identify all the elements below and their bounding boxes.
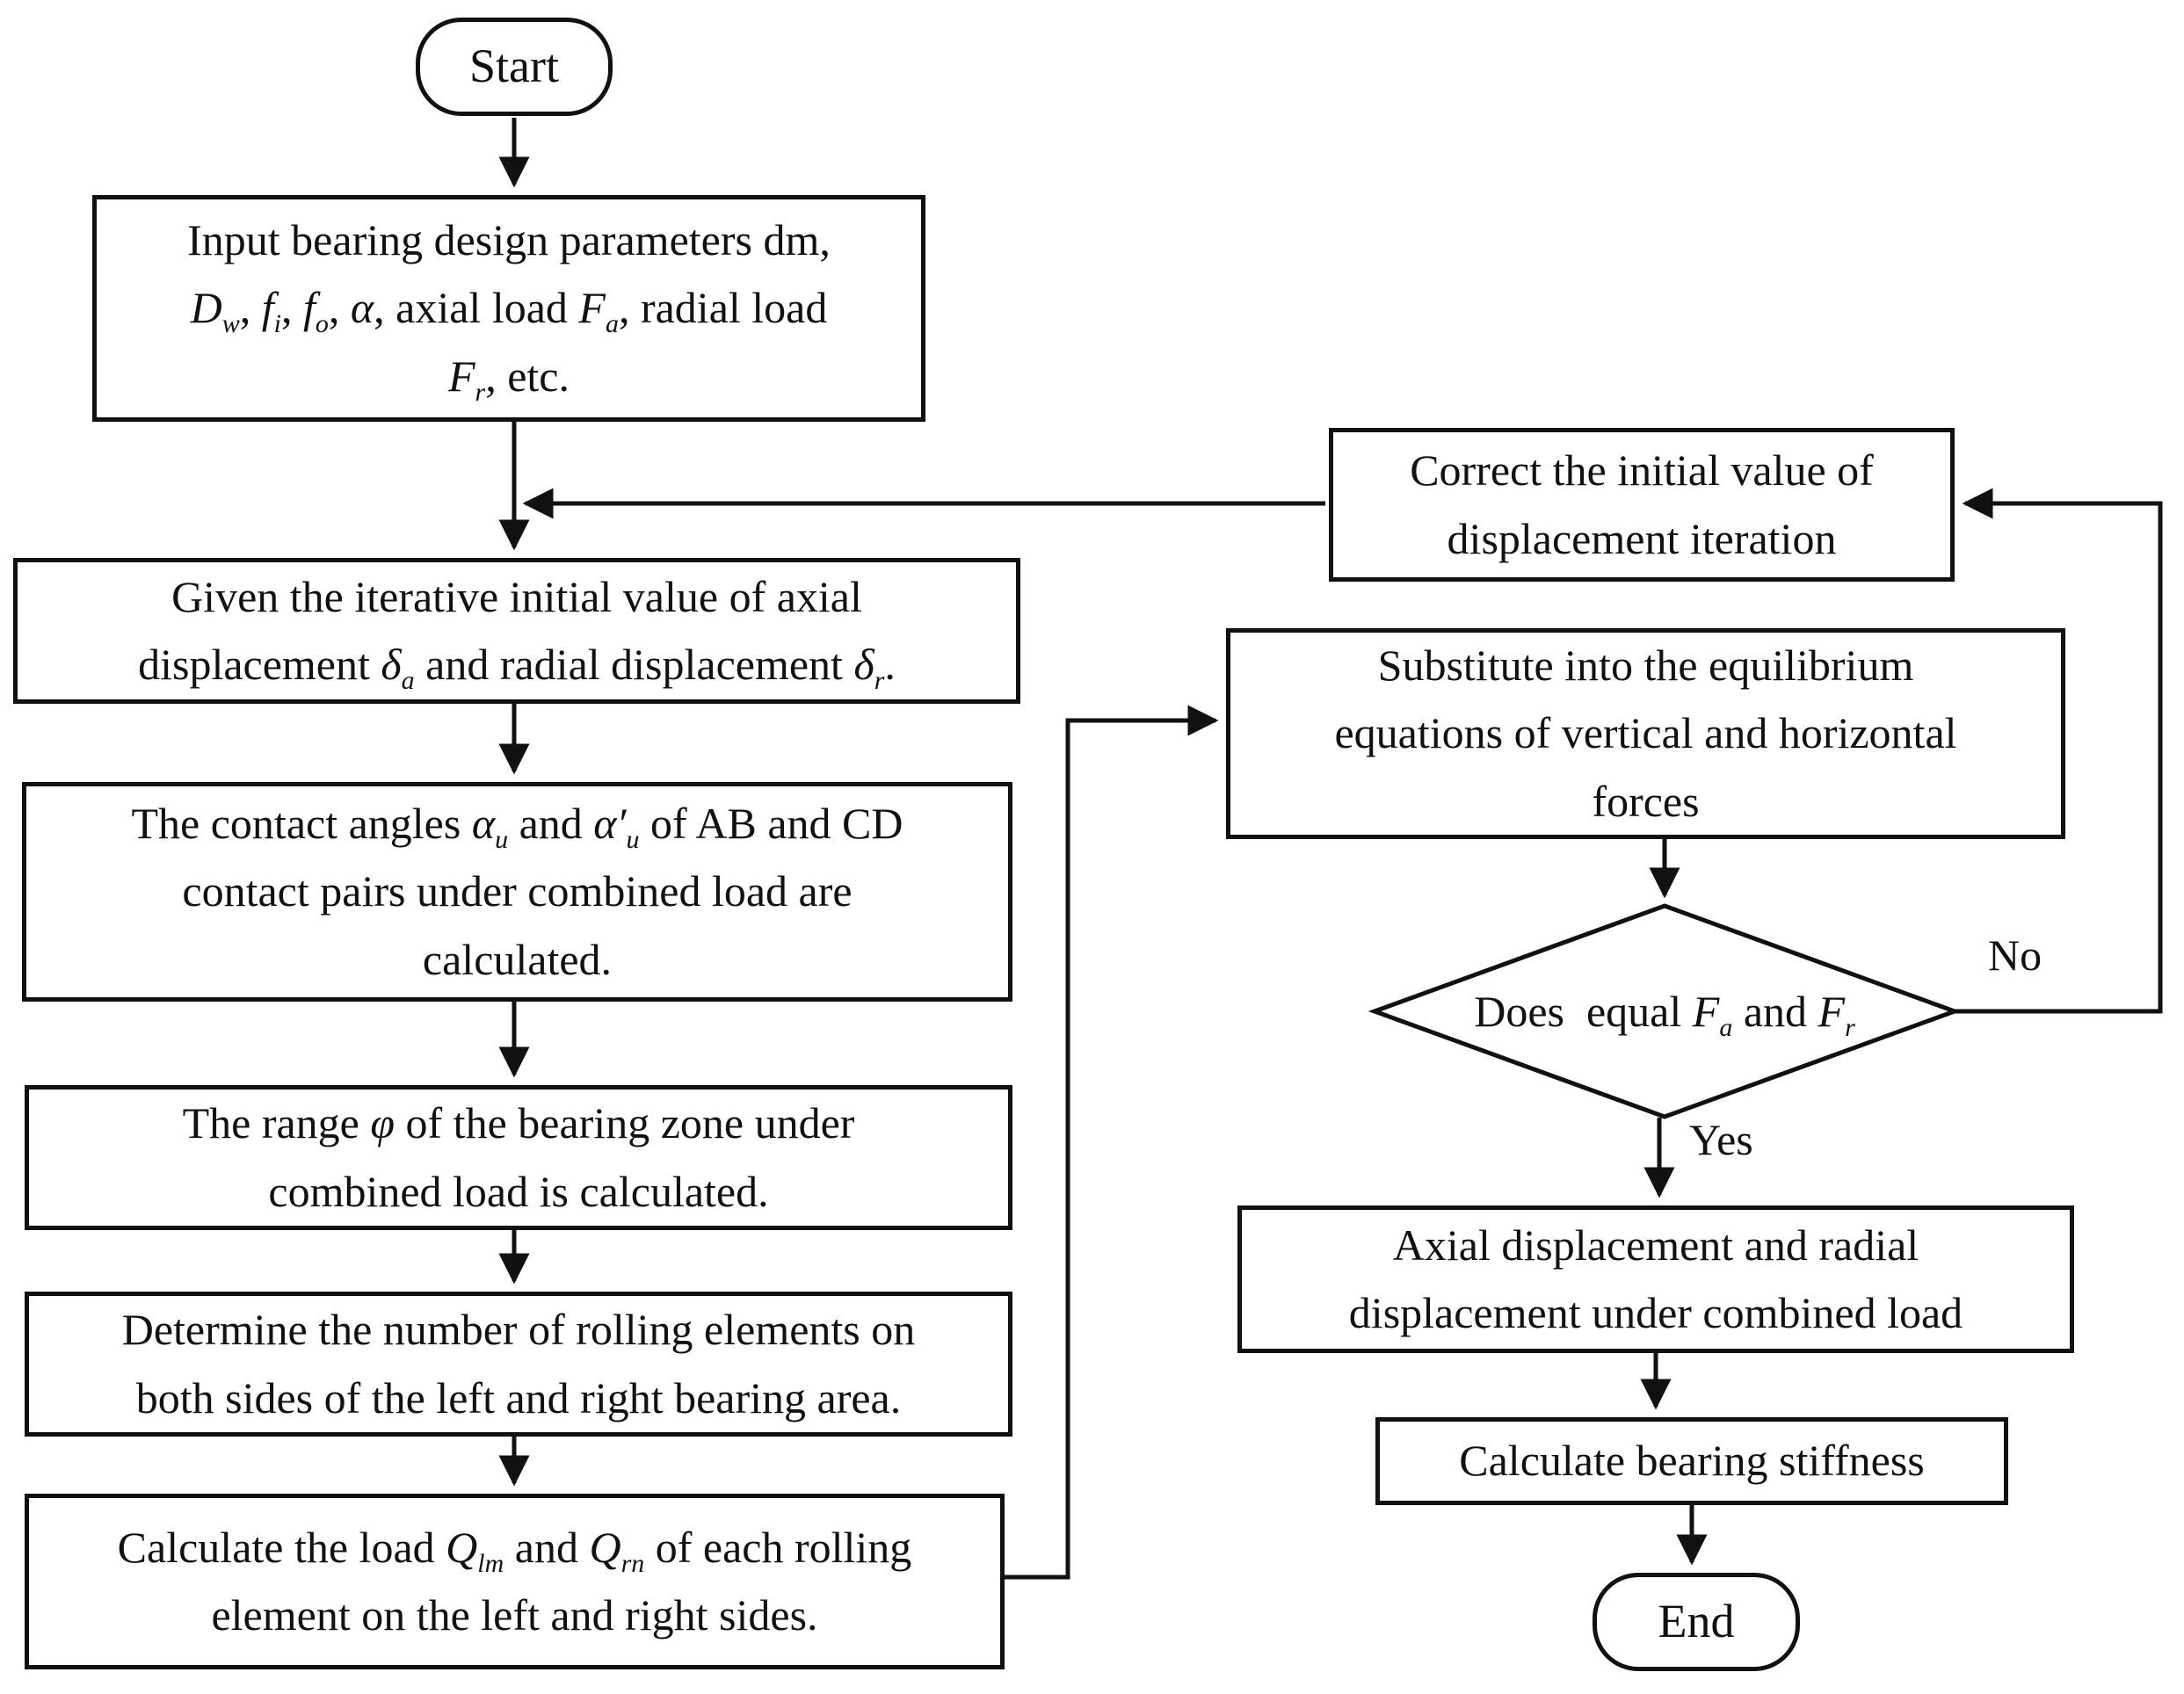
decision-equal-forces-label: Does equal Fa and Fr: [1474, 987, 1855, 1042]
process-contact-angles: The contact angles αu and α′u of AB and …: [22, 782, 1012, 1002]
process-rolling-element-load: Calculate the load Qlm and Qrn of each r…: [25, 1494, 1005, 1669]
process-rolling-element-count: Determine the number of rolling elements…: [25, 1292, 1012, 1437]
end-label: End: [1658, 1595, 1735, 1648]
edge-label-yes: Yes: [1689, 1115, 1753, 1164]
end-terminal: End: [1593, 1573, 1800, 1671]
connector-load-to-substitute: [1005, 705, 1219, 1580]
connector-decision-no-to-correct: [1955, 488, 2163, 1014]
start-label: Start: [469, 40, 559, 93]
start-terminal: Start: [416, 18, 613, 116]
decision-diamond-shape: [1368, 903, 1962, 1119]
edge-label-no: No: [1988, 930, 2043, 980]
process-calculate-stiffness: Calculate bearing stiffness: [1375, 1417, 2008, 1505]
process-given-initial-values: Given the iterative initial value of axi…: [13, 558, 1020, 704]
process-input-parameters: Input bearing design parameters dm,Dw, f…: [92, 195, 925, 422]
